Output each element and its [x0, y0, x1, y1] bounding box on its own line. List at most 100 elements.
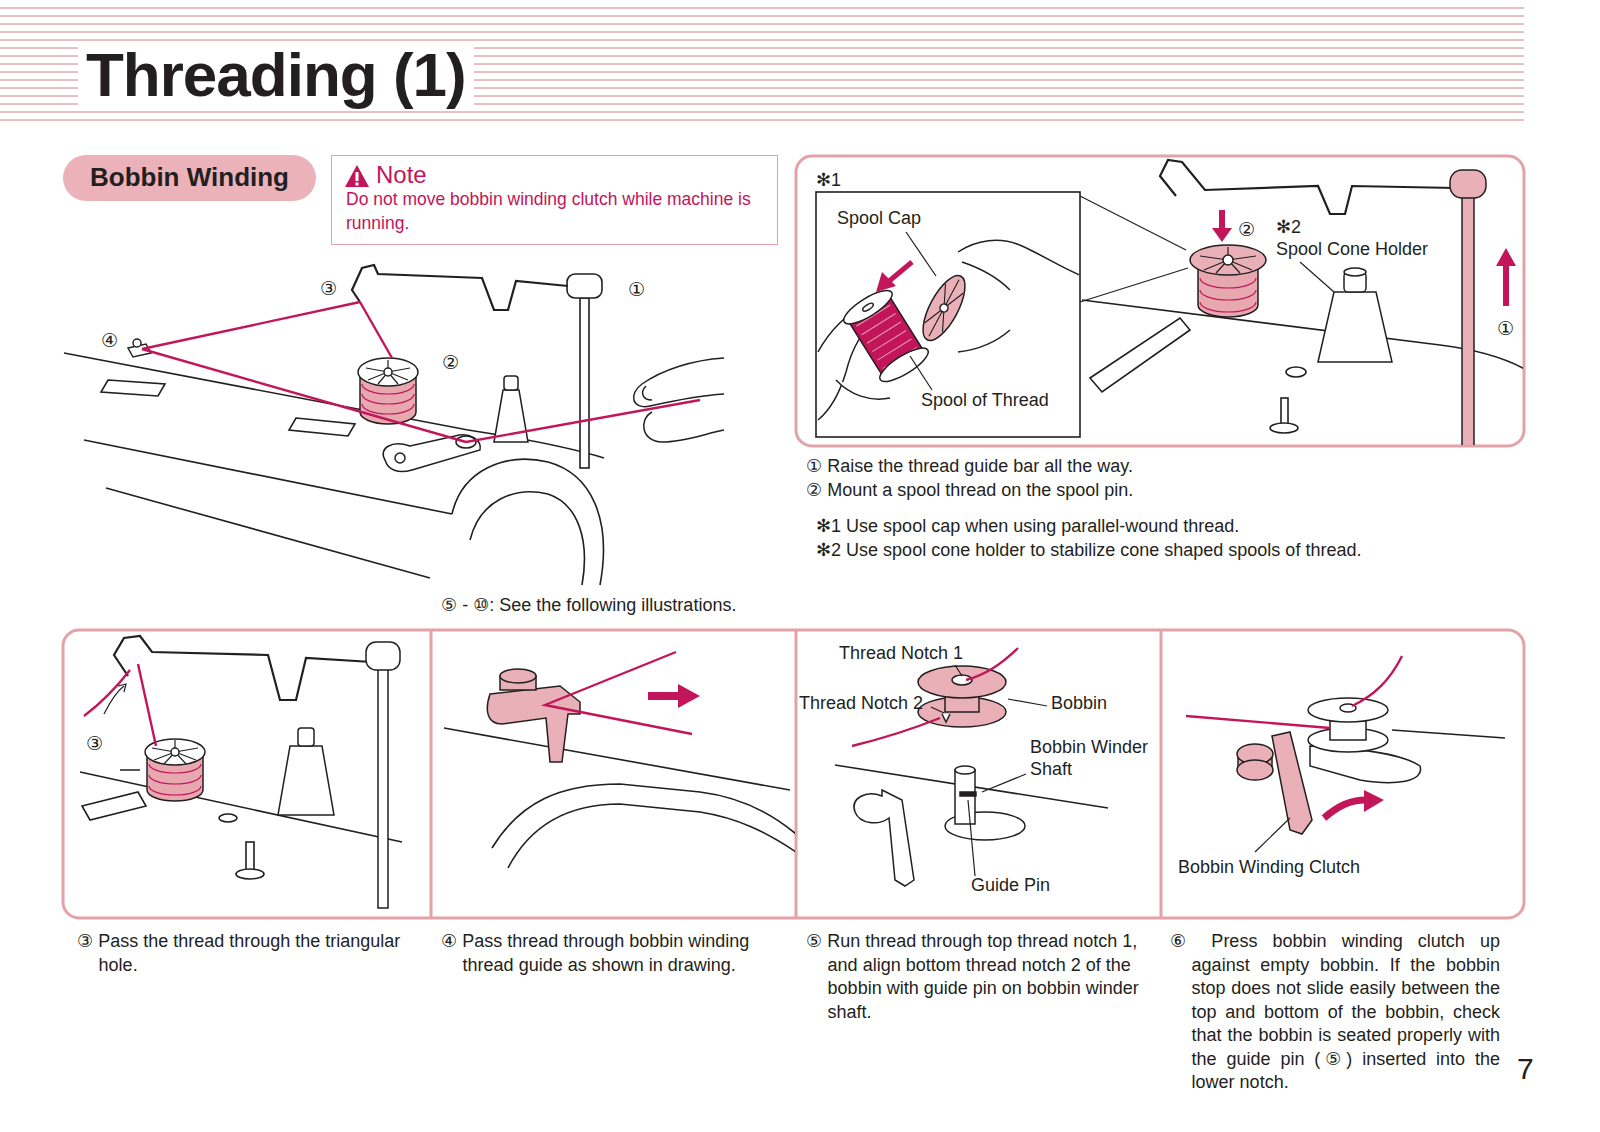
thread-guide-bar [352, 265, 568, 310]
spool [839, 285, 932, 388]
machine-body [1286, 367, 1306, 377]
machine-body [219, 814, 237, 822]
leader-line [906, 232, 936, 390]
machine-body [82, 792, 146, 820]
spool-cone-holder [1318, 292, 1392, 362]
machine-body [444, 728, 790, 790]
thread-guide-wire [1160, 160, 1456, 214]
thread-guide-wire [1160, 160, 1456, 214]
header-rule [0, 8, 1524, 120]
thread-guide-wire [114, 636, 372, 700]
footnote-text: ✻1 Use spool cap when using parallel-wou… [816, 516, 1239, 538]
callout-number: ② [442, 351, 459, 374]
thread [84, 670, 130, 716]
illustration [818, 232, 1079, 420]
leader-line [910, 356, 932, 390]
spool-cone-holder [1318, 268, 1392, 362]
inset-frame [816, 192, 1080, 437]
hand [818, 240, 1079, 420]
bobbin-winder-shaft [960, 792, 976, 796]
instruction-text: ① Raise the thread guide bar all the way… [806, 456, 1133, 478]
leader-line [982, 774, 1026, 792]
panel-frame [796, 156, 1524, 446]
thread [1186, 656, 1402, 728]
header-rule [0, 31, 1524, 32]
thread-guide-bar [366, 642, 400, 908]
spool [862, 302, 875, 313]
warning-icon [344, 164, 370, 188]
thread-guide-bar [378, 668, 388, 908]
spool-cap [920, 275, 968, 341]
header-rule [0, 39, 1524, 40]
warning-icon [345, 165, 369, 187]
spool [362, 384, 414, 414]
part-name: Bobbin [1051, 693, 1107, 715]
machine-body [1090, 318, 1190, 392]
leader-line [1255, 818, 1290, 852]
spool [876, 342, 933, 387]
note-box: NoteDo not move bobbin winding clutch wh… [331, 155, 778, 245]
bobbin-winding-thread-guide [487, 669, 580, 762]
thread-guide-bar [352, 265, 602, 468]
warning-icon [356, 172, 359, 181]
step-caption: ③ Pass the thread through the triangular… [77, 930, 422, 977]
machine-body [1082, 300, 1523, 372]
footnote-text: ✻2 Use spool cone holder to stabilize co… [816, 540, 1361, 562]
spool [1190, 245, 1266, 275]
bobbin-winding-clutch [1237, 760, 1273, 780]
bobbin-winder [395, 453, 405, 463]
illustration [444, 652, 795, 868]
panel-divider [430, 630, 433, 918]
callout-number: ② [1238, 218, 1255, 241]
spool-cone-holder [298, 728, 314, 746]
leader-line [1080, 196, 1186, 250]
leader-line [906, 232, 936, 276]
heading-text: Bobbin Winding [90, 162, 289, 193]
part-name: Spool Cap [837, 208, 921, 230]
spool-cap [939, 303, 950, 314]
hand [958, 330, 1010, 352]
step-caption: ⑥ Press bobbin winding clutch up against… [1170, 930, 1500, 1095]
callout-number: ③ [320, 277, 337, 300]
machine-body [1270, 423, 1298, 433]
bobbin-winding-clutch [854, 790, 914, 886]
part-name: Bobbin Winder Shaft [1030, 737, 1165, 780]
thread [852, 718, 940, 746]
panel-divider [1160, 630, 1163, 918]
bobbin-winding-thread-guide [133, 339, 141, 347]
direction-arrow [1324, 800, 1366, 818]
page-title: Threading (1) [78, 42, 474, 108]
bobbin [1308, 698, 1388, 752]
spool [145, 739, 205, 765]
direction-arrow [888, 262, 912, 282]
direction-arrow [1324, 790, 1384, 818]
bobbin-winding-clutch [1237, 732, 1312, 834]
thread-guide-bar [1450, 170, 1486, 198]
bobbin-winder-shaft [945, 766, 1025, 840]
direction-arrow [118, 684, 126, 692]
machine-body [1392, 730, 1505, 738]
header-rule [0, 23, 1524, 24]
footnote-mark: ✻1 [816, 170, 841, 192]
callout-number: ③ [86, 732, 103, 755]
bobbin-winder-shaft [955, 770, 975, 824]
thread-guide-wire [114, 636, 372, 700]
leader-line [1080, 268, 1188, 302]
leader-line [1300, 262, 1334, 292]
hand [634, 358, 724, 442]
direction-arrow [648, 684, 700, 708]
machine-body [236, 869, 264, 879]
bobbin-winding-clutch [1272, 732, 1312, 834]
spool [152, 740, 198, 764]
page-number: 7 [1517, 1051, 1534, 1087]
direction-arrow [1503, 264, 1509, 306]
heading-text: Note [346, 162, 765, 188]
machine-body [452, 459, 603, 585]
thread-guide-bar [580, 298, 589, 468]
part-name: Thread Notch 2 [799, 693, 923, 715]
hand [962, 262, 1010, 290]
section-heading: Bobbin Winding [63, 155, 316, 201]
direction-arrow [1496, 248, 1516, 266]
leader-line [931, 707, 944, 713]
direction-arrow [876, 272, 896, 292]
